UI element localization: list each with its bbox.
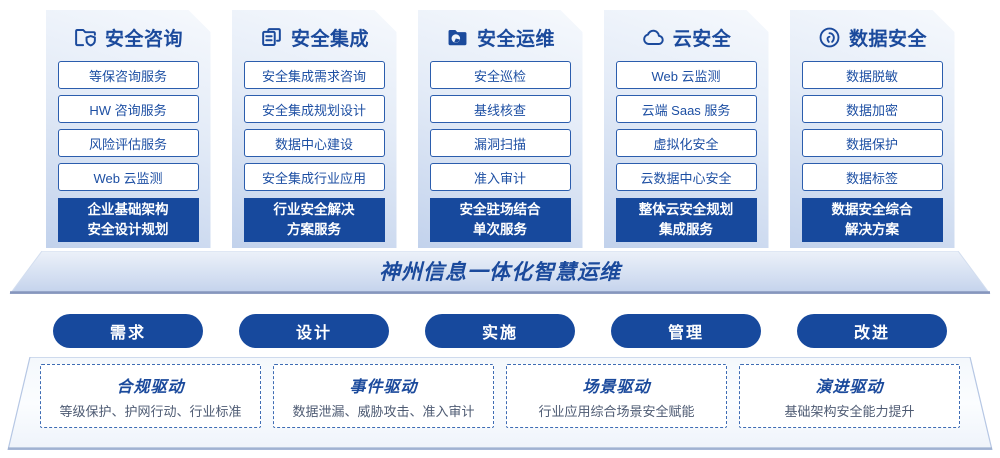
highlight-line: 企业基础架构 xyxy=(87,202,169,218)
highlight-line: 数据安全综合 xyxy=(831,202,913,218)
highlight-line: 解决方案 xyxy=(845,222,899,237)
column-title: 安全咨询 xyxy=(104,28,183,50)
driver-scenario: 场景驱动 行业应用综合场景安全赋能 xyxy=(506,364,727,428)
driver-desc: 数据泄漏、威胁攻击、准入审计 xyxy=(292,403,475,419)
service-item: 数据中心建设 xyxy=(243,129,385,157)
driver-desc: 等级保护、护网行动、行业标准 xyxy=(59,403,242,419)
phase-pills: 需求 设计 实施 管理 改进 xyxy=(0,314,1000,348)
service-item: 数据标签 xyxy=(801,163,943,191)
column-highlight: 行业安全解决 方案服务 xyxy=(243,198,385,242)
phase-pill-implementation: 实施 xyxy=(425,314,575,348)
service-item: 安全巡检 xyxy=(429,61,571,89)
highlight-line: 行业安全解决 xyxy=(273,202,355,218)
column-title: 云安全 xyxy=(672,28,732,50)
column-security-integration: 安全集成 安全集成需求咨询 安全集成规划设计 数据中心建设 安全集成行业应用 行… xyxy=(231,10,397,248)
service-item: HW 咨询服务 xyxy=(57,95,199,123)
highlight-line: 方案服务 xyxy=(287,222,341,237)
service-columns: 安全咨询 等保咨询服务 HW 咨询服务 风险评估服务 Web 云监测 企业基础架… xyxy=(0,10,1000,248)
phase-pill-improvement: 改进 xyxy=(797,314,947,348)
service-item: 数据保护 xyxy=(801,129,943,157)
driver-title: 演进驱动 xyxy=(815,378,884,396)
banner: 神州信息一体化智慧运维 xyxy=(0,251,1000,294)
column-items: 安全集成需求咨询 安全集成规划设计 数据中心建设 安全集成行业应用 xyxy=(243,61,385,197)
column-header: 安全咨询 xyxy=(46,21,211,53)
column-items: Web 云监测 云端 Saas 服务 虚拟化安全 云数据中心安全 xyxy=(615,61,757,197)
service-item: Web 云监测 xyxy=(615,61,757,89)
service-item: 云数据中心安全 xyxy=(615,163,757,191)
service-item: 数据加密 xyxy=(801,95,943,123)
column-header: 云安全 xyxy=(604,21,769,53)
banner-trapezoid xyxy=(9,251,991,294)
service-item: 安全集成需求咨询 xyxy=(243,61,385,89)
column-cloud-security: 云安全 Web 云监测 云端 Saas 服务 虚拟化安全 云数据中心安全 整体云… xyxy=(603,10,769,248)
service-item: Web 云监测 xyxy=(57,163,199,191)
column-highlight: 安全驻场结合 单次服务 xyxy=(429,198,571,242)
column-security-consulting: 安全咨询 等保咨询服务 HW 咨询服务 风险评估服务 Web 云监测 企业基础架… xyxy=(45,10,211,248)
highlight-line: 单次服务 xyxy=(473,222,527,237)
service-item: 虚拟化安全 xyxy=(615,129,757,157)
service-item: 基线核查 xyxy=(429,95,571,123)
driver-title: 场景驱动 xyxy=(582,378,651,396)
column-header: 安全集成 xyxy=(232,21,397,53)
service-item: 等保咨询服务 xyxy=(57,61,199,89)
service-item: 安全集成规划设计 xyxy=(243,95,385,123)
column-title: 数据安全 xyxy=(848,28,927,50)
driver-boxes: 合规驱动 等级保护、护网行动、行业标准 事件驱动 数据泄漏、威胁攻击、准入审计 … xyxy=(0,364,1000,428)
documents-icon xyxy=(262,27,281,46)
service-item: 准入审计 xyxy=(429,163,571,191)
fingerprint-icon xyxy=(819,27,840,47)
driver-desc: 基础架构安全能力提升 xyxy=(784,403,915,419)
column-header: 数据安全 xyxy=(790,21,955,53)
column-highlight: 数据安全综合 解决方案 xyxy=(801,198,943,242)
service-item: 漏洞扫描 xyxy=(429,129,571,157)
column-title: 安全运维 xyxy=(476,28,555,50)
column-highlight: 整体云安全规划 集成服务 xyxy=(615,198,757,242)
column-title: 安全集成 xyxy=(290,28,369,50)
service-item: 云端 Saas 服务 xyxy=(615,95,757,123)
highlight-line: 集成服务 xyxy=(659,222,713,237)
driver-title: 事件驱动 xyxy=(349,378,418,396)
column-header: 安全运维 xyxy=(418,21,583,53)
phase-pill-design: 设计 xyxy=(239,314,389,348)
column-items: 数据脱敏 数据加密 数据保护 数据标签 xyxy=(801,61,943,197)
highlight-line: 整体云安全规划 xyxy=(638,202,734,218)
highlight-line: 安全驻场结合 xyxy=(459,202,541,218)
column-security-operations: 安全运维 安全巡检 基线核查 漏洞扫描 准入审计 安全驻场结合 单次服务 xyxy=(417,10,583,248)
highlight-line: 安全设计规划 xyxy=(87,222,169,237)
column-highlight: 企业基础架构 安全设计规划 xyxy=(57,198,199,242)
column-items: 等保咨询服务 HW 咨询服务 风险评估服务 Web 云监测 xyxy=(57,61,199,197)
phase-pill-demand: 需求 xyxy=(53,314,203,348)
driver-desc: 行业应用综合场景安全赋能 xyxy=(538,403,695,419)
driver-title: 合规驱动 xyxy=(116,378,185,396)
column-data-security: 数据安全 数据脱敏 数据加密 数据保护 数据标签 数据安全综合 解决方案 xyxy=(789,10,955,248)
service-item: 风险评估服务 xyxy=(57,129,199,157)
service-item: 数据脱敏 xyxy=(801,61,943,89)
driver-compliance: 合规驱动 等级保护、护网行动、行业标准 xyxy=(40,364,261,428)
driver-evolution: 演进驱动 基础架构安全能力提升 xyxy=(739,364,960,428)
phase-pill-management: 管理 xyxy=(611,314,761,348)
banner-title: 神州信息一体化智慧运维 xyxy=(379,261,621,284)
service-item: 安全集成行业应用 xyxy=(243,163,385,191)
folder-shield-icon xyxy=(75,28,96,46)
driver-event: 事件驱动 数据泄漏、威胁攻击、准入审计 xyxy=(273,364,494,428)
folder-chart-icon xyxy=(448,29,467,45)
column-items: 安全巡检 基线核查 漏洞扫描 准入审计 xyxy=(429,61,571,197)
cloud-icon xyxy=(642,29,664,45)
